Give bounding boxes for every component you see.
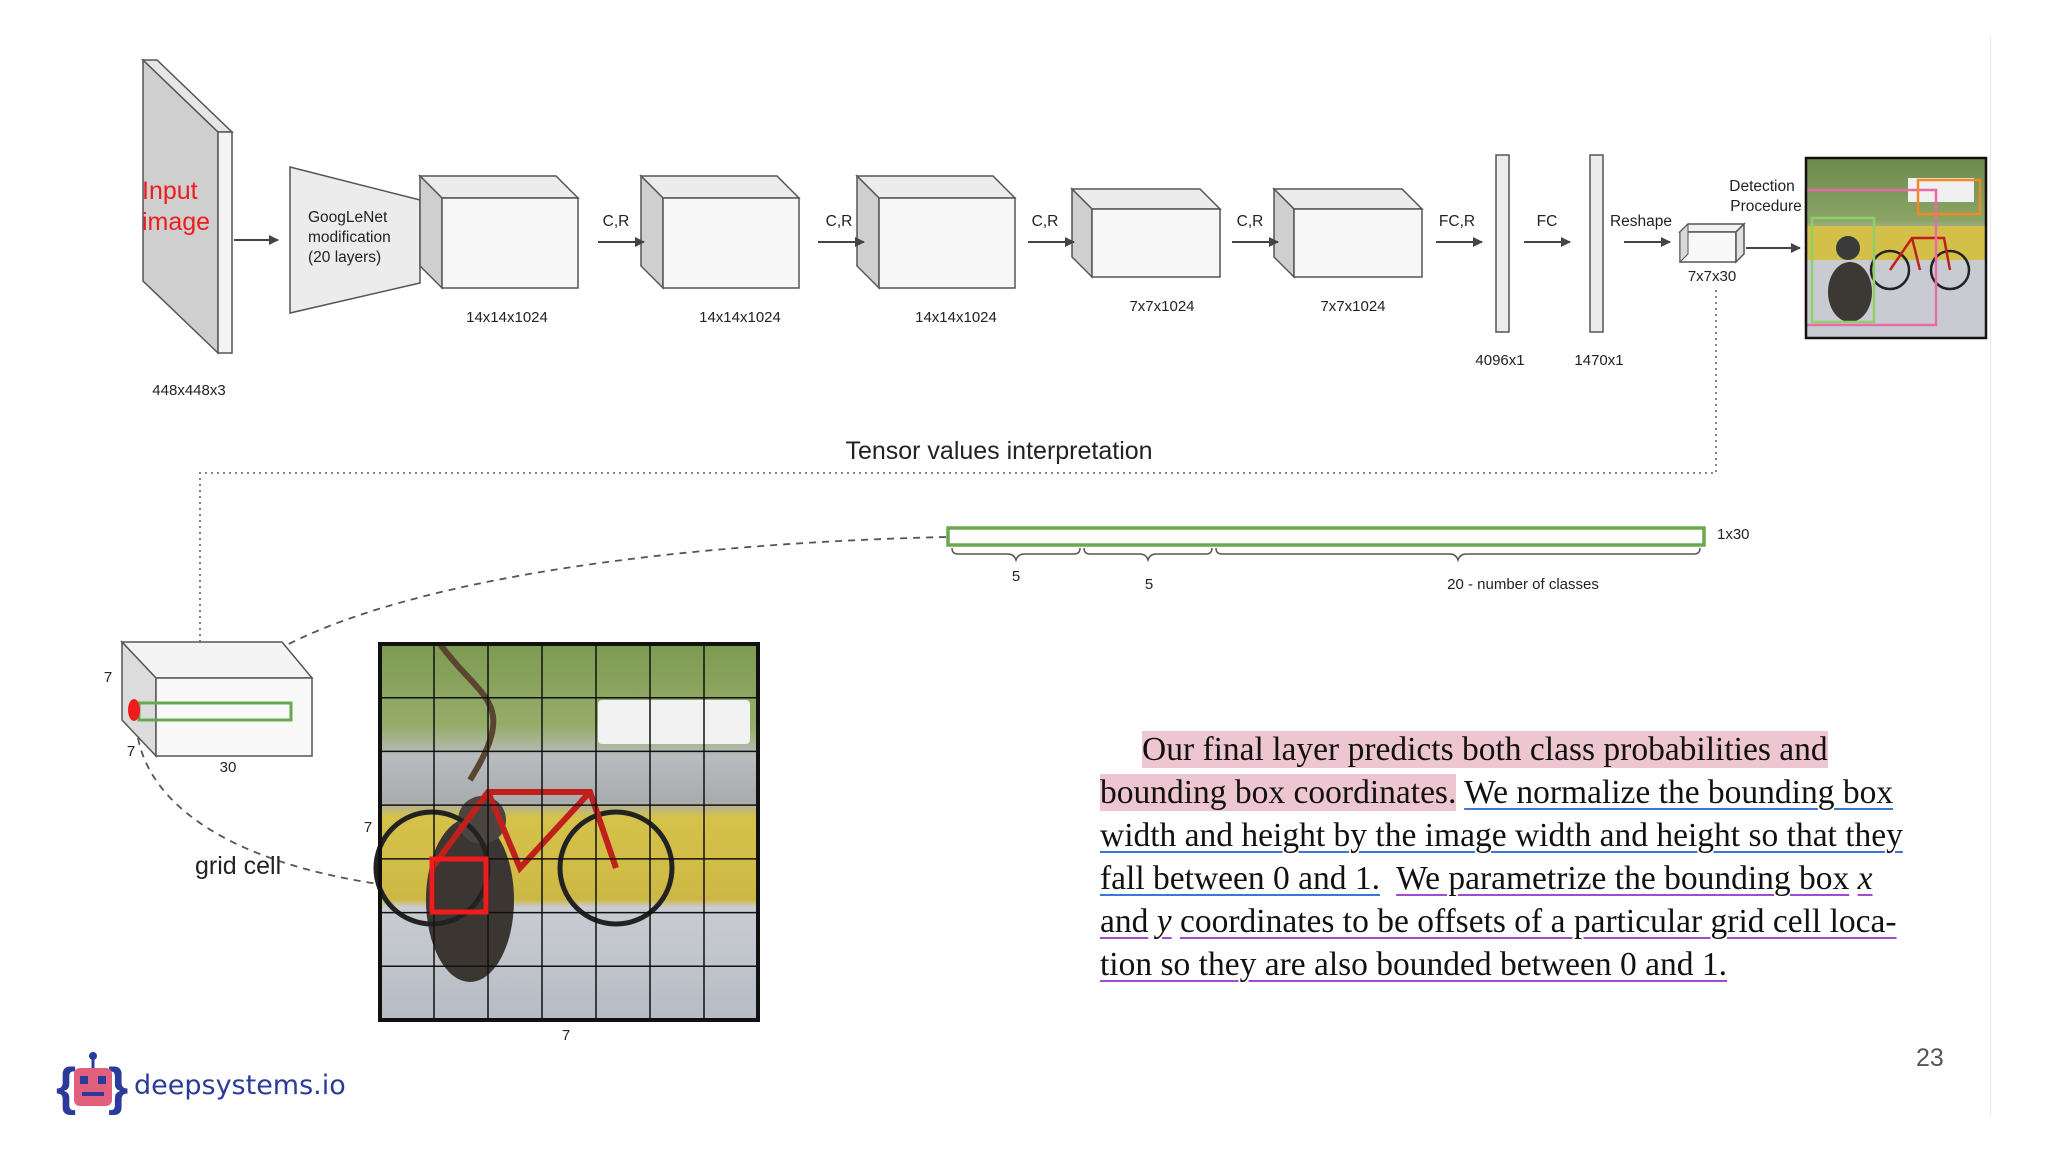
input-image-slab: Input image 448x448x3 xyxy=(141,58,234,399)
quote-line-4c: x xyxy=(1857,860,1873,897)
grid-photo-7x7: 7 7 xyxy=(364,642,760,1044)
segment-2: 5 xyxy=(1145,576,1153,593)
svg-text:{: { xyxy=(56,1058,76,1116)
quote-line-1: Our final layer predicts both class prob… xyxy=(1100,728,1952,771)
output-cube-7x7x30: 7x7x30 xyxy=(1678,222,1746,285)
segment-1: 5 xyxy=(1012,568,1020,585)
output-dims: 7x7x30 xyxy=(1688,268,1736,285)
grid-lines xyxy=(380,644,758,1020)
cube-height: 7 xyxy=(104,669,112,686)
input-label-line2: image xyxy=(142,208,210,236)
op-label-fc: FC xyxy=(1537,213,1558,230)
conv-block-5 xyxy=(1272,187,1424,279)
slide-number: 23 xyxy=(1916,1044,1944,1072)
op-label-5: FC,R xyxy=(1439,213,1475,230)
grid-bottom-label: 7 xyxy=(562,1027,570,1044)
brace-classes xyxy=(1215,547,1701,563)
quote-line-5a: and xyxy=(1100,903,1149,940)
quote-line-5c: coordinates to be offsets of a particula… xyxy=(1180,903,1897,940)
input-dims: 448x448x3 xyxy=(152,382,225,399)
fc1-dims: 4096x1 xyxy=(1475,352,1524,369)
block4-dims: 7x7x1024 xyxy=(1129,298,1194,315)
detection-line1: Detection xyxy=(1729,178,1794,195)
block1-dims: 14x14x1024 xyxy=(466,309,548,326)
highlighted-grid-cell xyxy=(429,856,489,915)
op-label-2: C,R xyxy=(826,213,853,230)
googlenet-line3: (20 layers) xyxy=(308,249,381,266)
fc-4096-bar: 4096x1 xyxy=(1475,154,1525,369)
interpretation-title: Tensor values interpretation xyxy=(845,437,1152,465)
fc2-dims: 1470x1 xyxy=(1574,352,1623,369)
quote-line-3-text: width and height by the image width and … xyxy=(1100,817,1903,854)
conv-block-3 xyxy=(855,174,1017,290)
conv-block-1 xyxy=(418,174,580,290)
detection-line2: Procedure xyxy=(1730,198,1802,215)
cube-width: 30 xyxy=(220,759,237,776)
conv-block-4 xyxy=(1070,187,1222,279)
conv-block-2 xyxy=(639,174,801,290)
op-label-reshape: Reshape xyxy=(1610,213,1672,230)
paper-quote: Our final layer predicts both class prob… xyxy=(1100,728,1952,986)
quote-line-2b: We normalize the bounding box xyxy=(1464,774,1894,811)
grid-side-label: 7 xyxy=(364,819,372,836)
quote-line-2: bounding box coordinates. We normalize t… xyxy=(1100,771,1952,814)
quote-line-6: tion so they are also bounded between 0 … xyxy=(1100,943,1952,986)
block5-dims: 7x7x1024 xyxy=(1320,298,1385,315)
googlenet-block: GoogLeNet modification (20 layers) xyxy=(289,166,421,314)
tensor-cube: 7 7 30 xyxy=(104,640,314,776)
quote-line-3: width and height by the image width and … xyxy=(1100,814,1952,857)
slide-edge-rule xyxy=(1990,36,1991,1116)
quote-line-4a: fall between 0 and 1. xyxy=(1100,860,1380,897)
output-vector-1x30: 1x30 5 5 20 - number of classes xyxy=(946,526,1750,593)
quote-line-5: and y coordinates to be offsets of a par… xyxy=(1100,900,1952,943)
block2-dims: 14x14x1024 xyxy=(699,309,781,326)
brace-box2 xyxy=(1083,547,1213,563)
quote-line-4b: We parametrize the bounding box xyxy=(1396,860,1850,897)
segment-3: 20 - number of classes xyxy=(1447,576,1599,593)
quote-line-2a: bounding box coordinates. xyxy=(1100,774,1457,811)
vector-label: 1x30 xyxy=(1717,526,1750,543)
quote-line-5b: y xyxy=(1156,903,1172,940)
op-label-4: C,R xyxy=(1237,213,1264,230)
fc-1470-bar: 1470x1 xyxy=(1574,154,1624,369)
dotted-interpretation-link xyxy=(199,290,1717,642)
quote-line-4: fall between 0 and 1. We parametrize the… xyxy=(1100,857,1952,900)
brand-name: deepsystems.io xyxy=(134,1070,346,1101)
block3-dims: 14x14x1024 xyxy=(915,309,997,326)
dashed-cube-to-grid xyxy=(137,737,379,885)
detection-result-image xyxy=(1804,156,1988,340)
googlenet-line2: modification xyxy=(308,229,391,246)
robot-face-braces-icon: { } xyxy=(56,1052,128,1116)
quote-line-1-text: Our final layer predicts both class prob… xyxy=(1142,731,1828,768)
quote-line-6-text: tion so they are also bounded between 0 … xyxy=(1100,946,1728,983)
op-label-1: C,R xyxy=(603,213,630,230)
conv-blocks xyxy=(418,174,1424,290)
grid-cell-label: grid cell xyxy=(195,852,281,880)
brace-box1 xyxy=(951,547,1081,563)
googlenet-line1: GoogLeNet xyxy=(308,209,388,226)
svg-text:}: } xyxy=(108,1058,128,1116)
input-label-line1: Input xyxy=(142,177,198,205)
cube-depth: 7 xyxy=(127,743,135,760)
op-label-3: C,R xyxy=(1032,213,1059,230)
